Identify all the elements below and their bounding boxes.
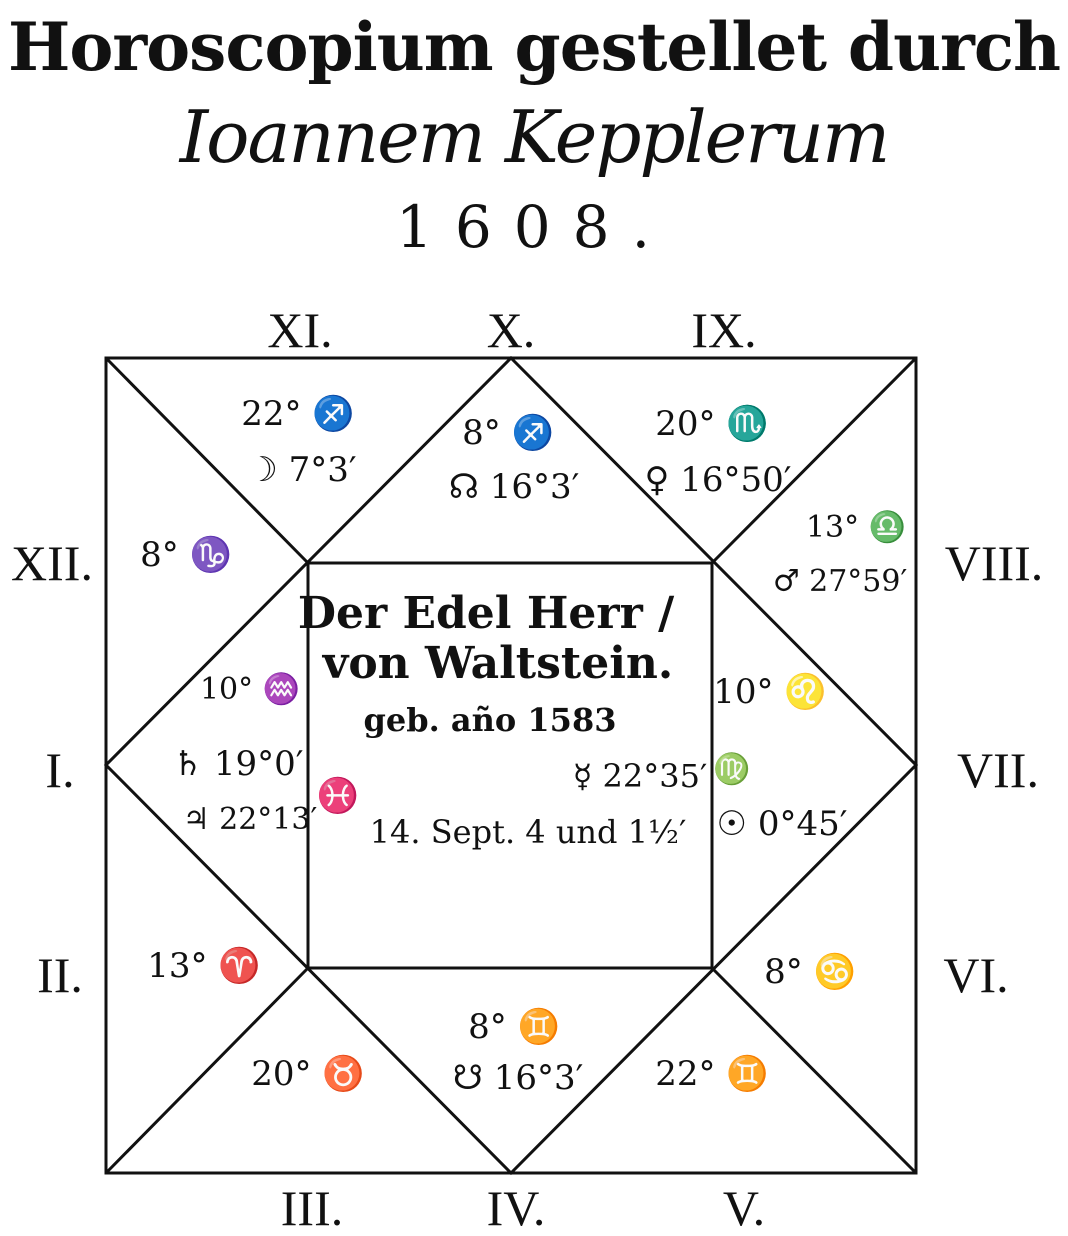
inner-square [306,561,714,970]
center-line-3: geb. año 1583 [363,701,617,739]
house-viii-planet: ♂ 27°59′ [772,564,908,599]
house-i-cusp: 10° ♒ [199,672,301,707]
house-label-iii: III. [280,1180,344,1236]
house-i-pisces: ♓ [316,776,360,816]
house-iii-cusp: 20° ♉ [251,1054,365,1094]
center-line-4: 14. Sept. 4 und 1½′ [369,813,687,851]
house-x-planet: ☊ 16°3′ [448,467,580,507]
house-label-vii: VII. [957,742,1039,798]
house-label-xii: XII. [11,535,93,591]
center-mercury: ☿ 22°35′ [572,757,708,795]
house-iv-cusp: 8° ♊ [468,1007,560,1047]
house-xii-cusp: 8° ♑ [140,535,232,575]
house-i-saturn: ♄ 19°0′ [172,744,304,784]
house-label-ix: IX. [691,302,757,358]
house-x-cusp: 8° ♐ [462,413,554,453]
house-v-cusp: 22° ♊ [655,1054,769,1094]
title-line-2: Ioannem Kepplerum [179,95,891,179]
house-ix-planet: ♀ 16°50′ [644,460,792,500]
house-label-v: V. [722,1180,766,1236]
house-label-vi: VI. [943,947,1009,1003]
house-label-ii: II. [37,947,83,1003]
house-xi-planet: ☽ 7°3′ [247,450,357,490]
house-i-jupiter: ♃ 22°13′ [182,802,318,837]
center-line-1: Der Edel Herr / [297,588,675,639]
house-iv-planet: ☋ 16°3′ [452,1058,584,1098]
house-ix-cusp: 20° ♏ [655,404,769,444]
house-label-viii: VIII. [944,535,1044,591]
house-vii-virgo: ♍ [713,752,751,787]
house-label-i: I. [45,742,75,798]
house-label-iv: IV. [486,1180,546,1236]
title-line-1: Horoscopium gestellet durch [7,8,1061,86]
center-line-2: von Waltstein. [322,638,674,689]
house-label-x: X. [486,302,536,358]
house-vii-sun: ☉ 0°45′ [716,804,848,844]
diagonal-bottom-right [710,966,918,1175]
house-label-xi: XI. [267,302,333,358]
house-ii-cusp: 13° ♈ [147,946,261,986]
house-viii-cusp: 13° ♎ [805,510,907,545]
title-year: 1608. [395,193,673,261]
house-vii-cusp: 10° ♌ [713,672,827,712]
diamond [103,355,919,1176]
diagonal-top-left [104,356,310,565]
diagonal-top-right [710,356,918,565]
house-xi-cusp: 22° ♐ [241,394,355,434]
diagonal-bottom-left [104,966,310,1175]
house-vi-cusp: 8° ♋ [764,952,856,992]
